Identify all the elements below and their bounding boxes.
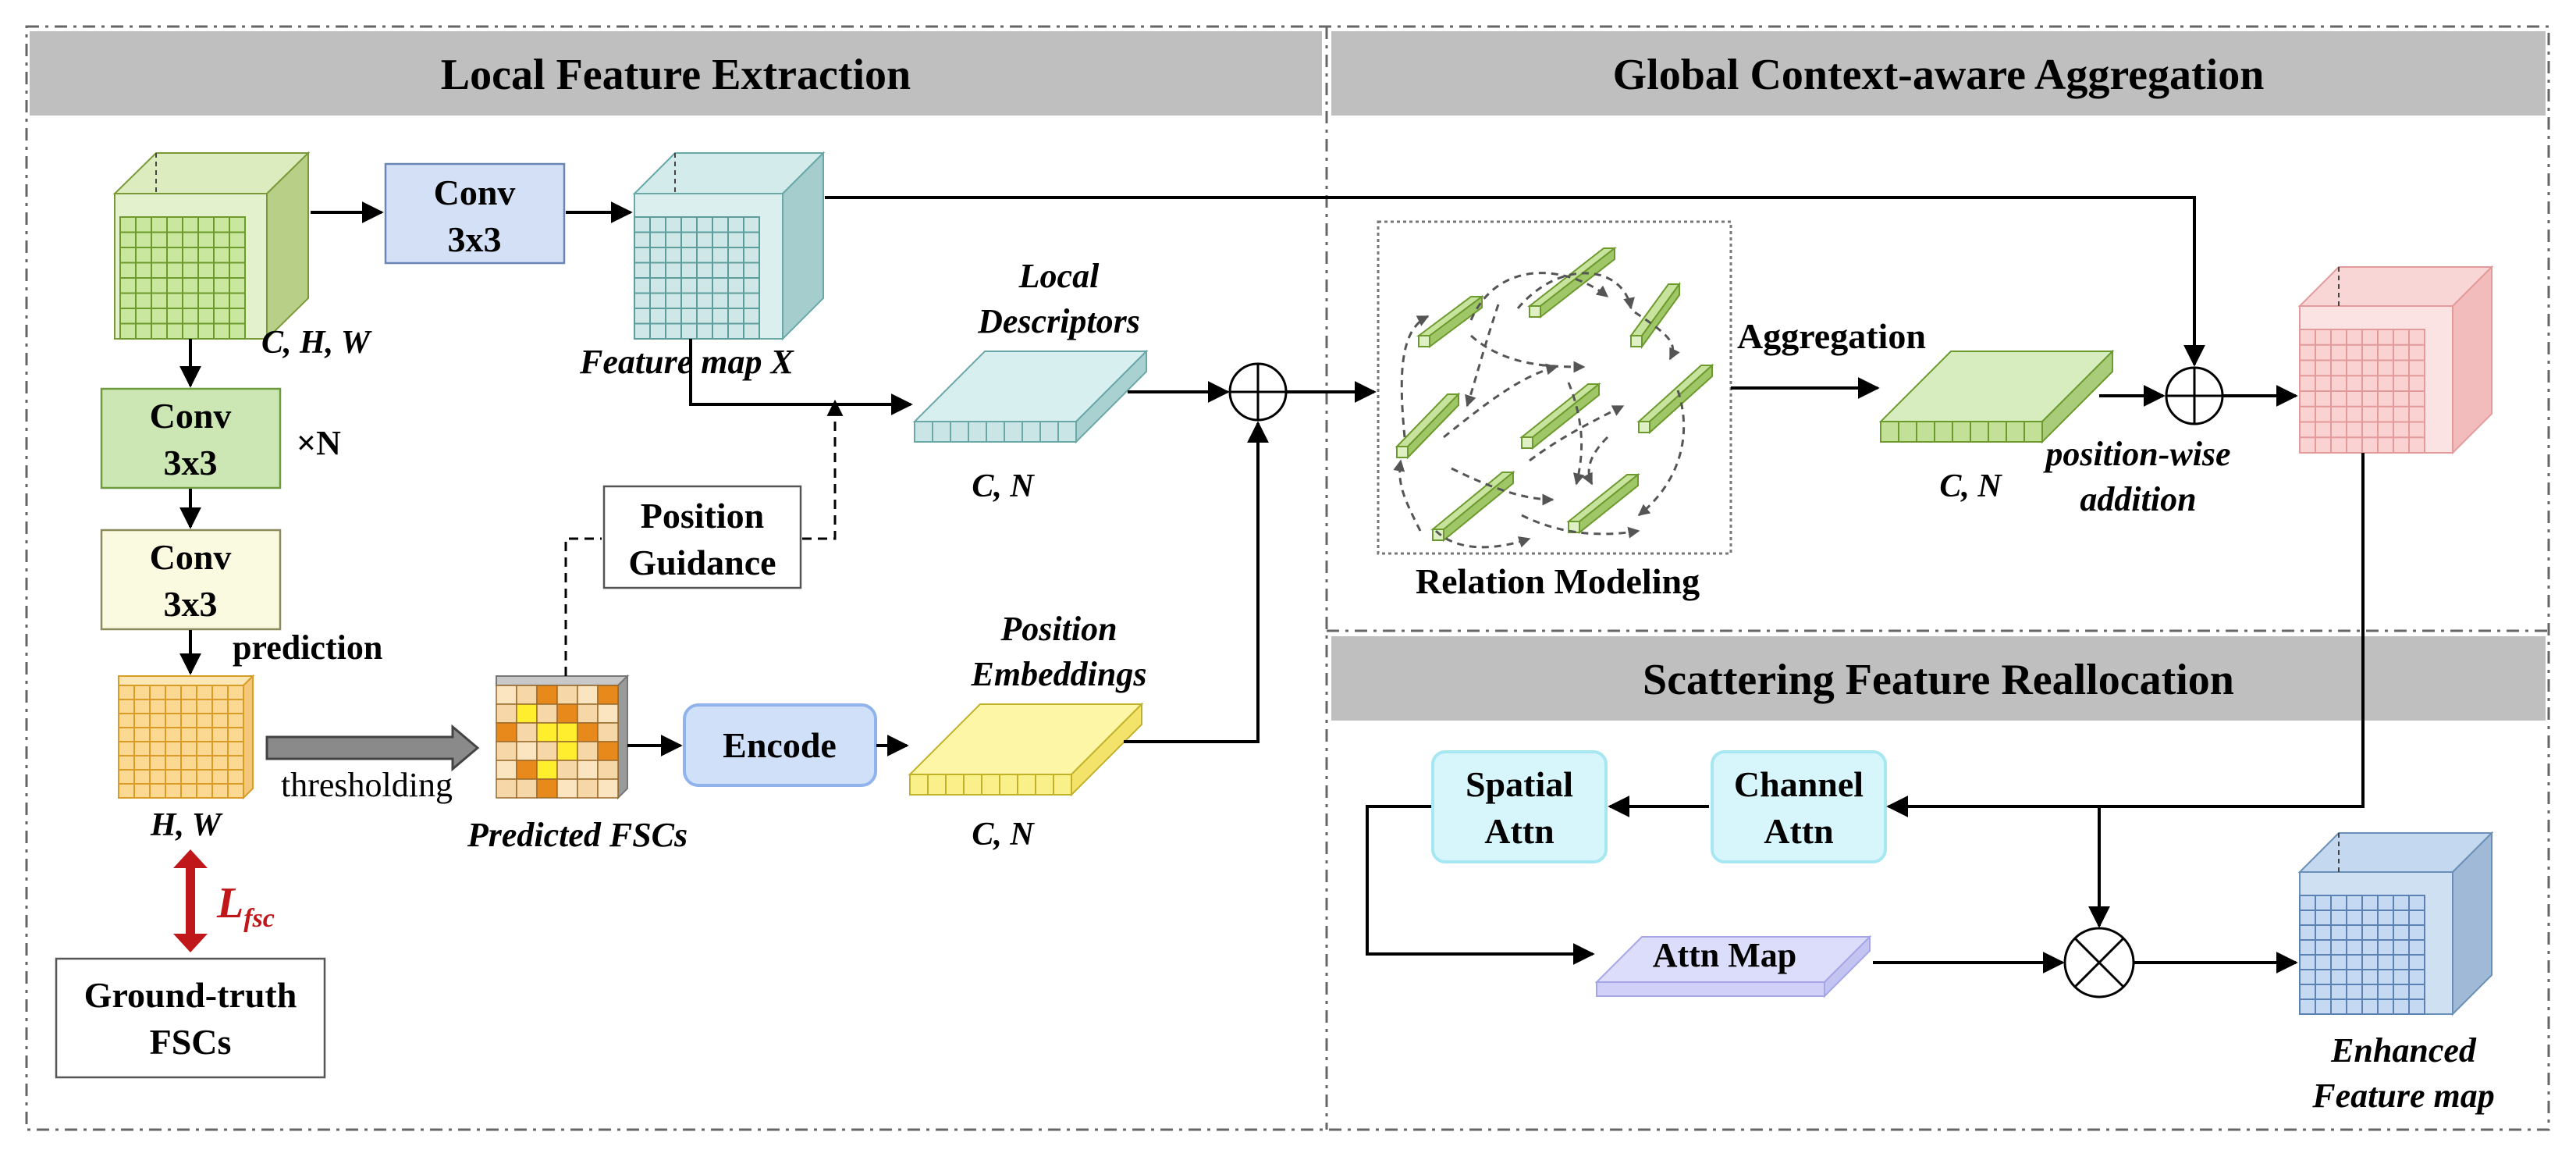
feature-map-x-label: Feature map X [579,343,794,381]
scatter-header-bar [1331,636,2546,721]
enhanced-label-line1: Enhanced [2330,1031,2477,1070]
local-header-bar [30,31,1322,116]
position-embeddings-line1: Position [1000,610,1117,648]
multiply-operator [2063,927,2135,998]
descriptors-dims: C, N [972,468,1035,504]
guidance-dashed-arrows [564,399,844,676]
ground-truth-box [55,957,326,1079]
conv-top-box [384,162,566,265]
spatial-attn-box [1431,750,1608,863]
relation-modeling-label: Relation Modeling [1416,561,1700,601]
channel-attn-line1: Channel [1734,764,1864,804]
attn-map-slab [1594,934,1872,998]
position-embeddings-line2: Embeddings [971,655,1147,693]
position-guidance-line2: Guidance [628,543,776,582]
hw-label: H, W [150,807,223,843]
loss-label: Lfsc [216,879,275,933]
relation-tokens [1395,246,1714,543]
conv-top-line1: Conv [434,173,516,212]
local-descriptors-slab [912,349,1149,444]
ground-truth-line1: Ground-truth [84,975,297,1015]
encode-label: Encode [723,725,837,765]
input-dims-label: C, H, W [261,325,372,361]
local-descriptors-line1: Local [1018,257,1100,295]
feature-map-x-cube [632,151,826,341]
prediction-cube [118,674,255,800]
conv-green-line1: Conv [150,396,232,436]
spatial-attn-line1: Spatial [1466,764,1573,804]
thresholding-label: thresholding [281,766,453,804]
local-descriptors-line2: Descriptors [977,302,1140,340]
prediction-label: prediction [233,628,382,667]
attn-map-label: Attn Map [1653,936,1797,974]
position-guidance-box [602,485,802,589]
channel-attn-box [1711,750,1887,863]
loss-arrow [173,849,208,952]
conv-yellow-line1: Conv [150,537,232,577]
aggregated-feature-cube [2297,265,2494,455]
position-embeddings-slab [908,702,1144,797]
aggregation-label: Aggregation [1737,316,1926,356]
global-header-bar [1331,31,2546,116]
position-wise-line2: addition [2080,480,2196,518]
section-frames [25,25,2550,1131]
predicted-fscs-label: Predicted FSCs [467,816,688,854]
enhanced-label-line2: Feature map [2311,1077,2494,1115]
global-section-title: Global Context-aware Aggregation [1613,51,2265,99]
aggregated-dims: C, N [1939,468,2002,504]
position-guidance-line1: Position [641,496,764,536]
aggregated-slab [1878,349,2115,444]
sum-operator-2 [2165,366,2224,425]
times-n-label: ×N [297,424,341,462]
encode-box [683,703,877,787]
input-feature-cube [112,151,311,341]
connector-arrows [179,196,2365,974]
embeddings-dims: C, N [972,817,1035,853]
position-wise-line1: position-wise [2042,435,2230,473]
sum-operator-1 [1228,362,1288,422]
channel-attn-line2: Attn [1764,811,1833,851]
thresholding-arrow [265,724,480,772]
relation-edges [1393,272,1686,549]
conv-green-box [100,387,282,489]
conv-top-line2: 3x3 [448,219,502,259]
scatter-section-title: Scattering Feature Reallocation [1643,656,2234,704]
local-section-title: Local Feature Extraction [441,51,911,99]
enhanced-feature-cube [2297,831,2494,1016]
spatial-attn-line2: Attn [1484,811,1554,851]
conv-yellow-line2: 3x3 [164,584,218,624]
conv-green-line2: 3x3 [164,443,218,482]
ground-truth-line2: FSCs [150,1022,232,1062]
predicted-fsc-cube [496,674,630,800]
conv-yellow-box [100,529,282,631]
